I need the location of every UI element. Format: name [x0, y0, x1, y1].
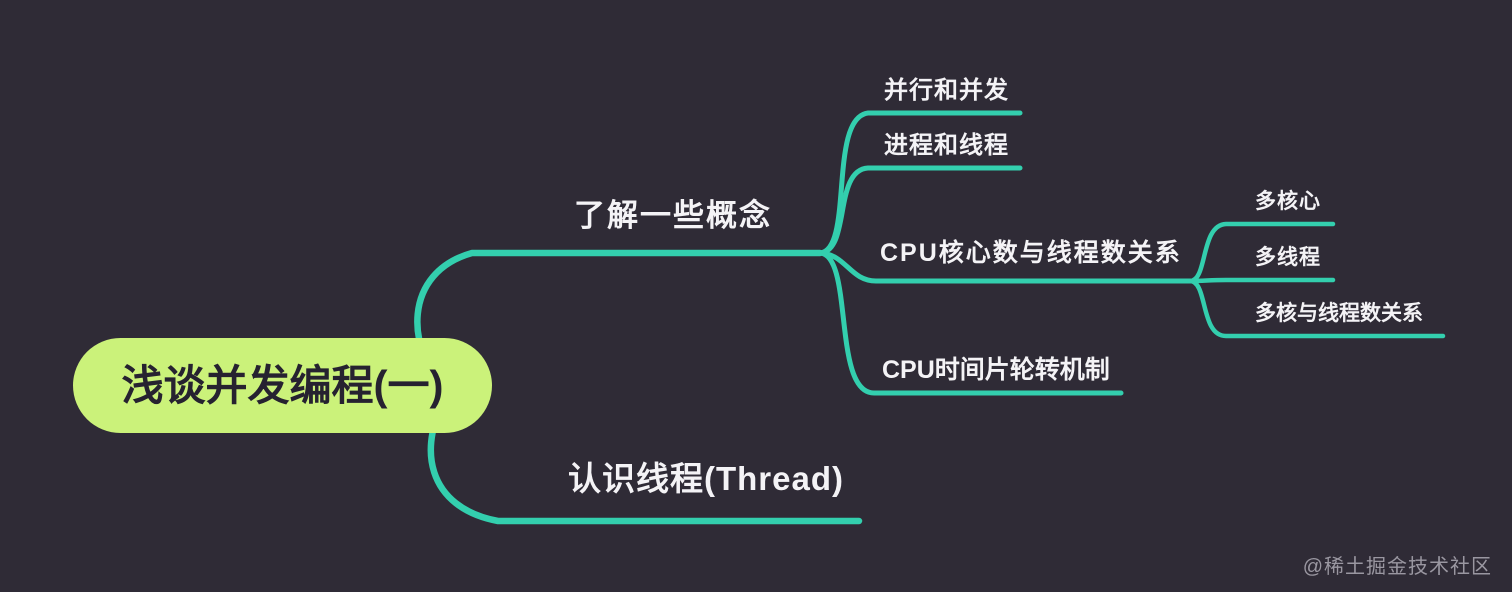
edge-cpu-cores-to-relation: [1187, 278, 1446, 339]
node-know-thread[interactable]: 认识线程(Thread): [568, 460, 844, 497]
root-node-label: 浅谈并发编程(一): [121, 361, 444, 409]
node-multi-thread[interactable]: 多线程: [1255, 246, 1321, 269]
edge-concepts-to-cpu-time: [817, 250, 1124, 396]
root-node[interactable]: 浅谈并发编程(一): [73, 338, 492, 433]
edge-concepts-to-process: [817, 165, 1023, 256]
node-process-thread[interactable]: 进程和线程: [884, 132, 1009, 159]
edge-cpu-cores-to-multi-core: [1187, 221, 1336, 284]
watermark: @稀土掘金技术社区: [1302, 556, 1492, 578]
edge-cpu-cores-to-multi-thread: [1187, 277, 1336, 284]
node-multicore-thread-relation[interactable]: 多核与线程数关系: [1255, 302, 1423, 325]
edge-root-to-know-thread: [427, 386, 863, 525]
node-multi-core[interactable]: 多核心: [1255, 190, 1321, 213]
node-cpu-time-slice[interactable]: CPU时间片轮转机制: [882, 356, 1110, 384]
node-parallel-concurrent[interactable]: 并行和并发: [884, 77, 1009, 104]
node-concepts[interactable]: 了解一些概念: [574, 198, 772, 233]
node-cpu-cores[interactable]: CPU核心数与线程数关系: [880, 239, 1182, 267]
